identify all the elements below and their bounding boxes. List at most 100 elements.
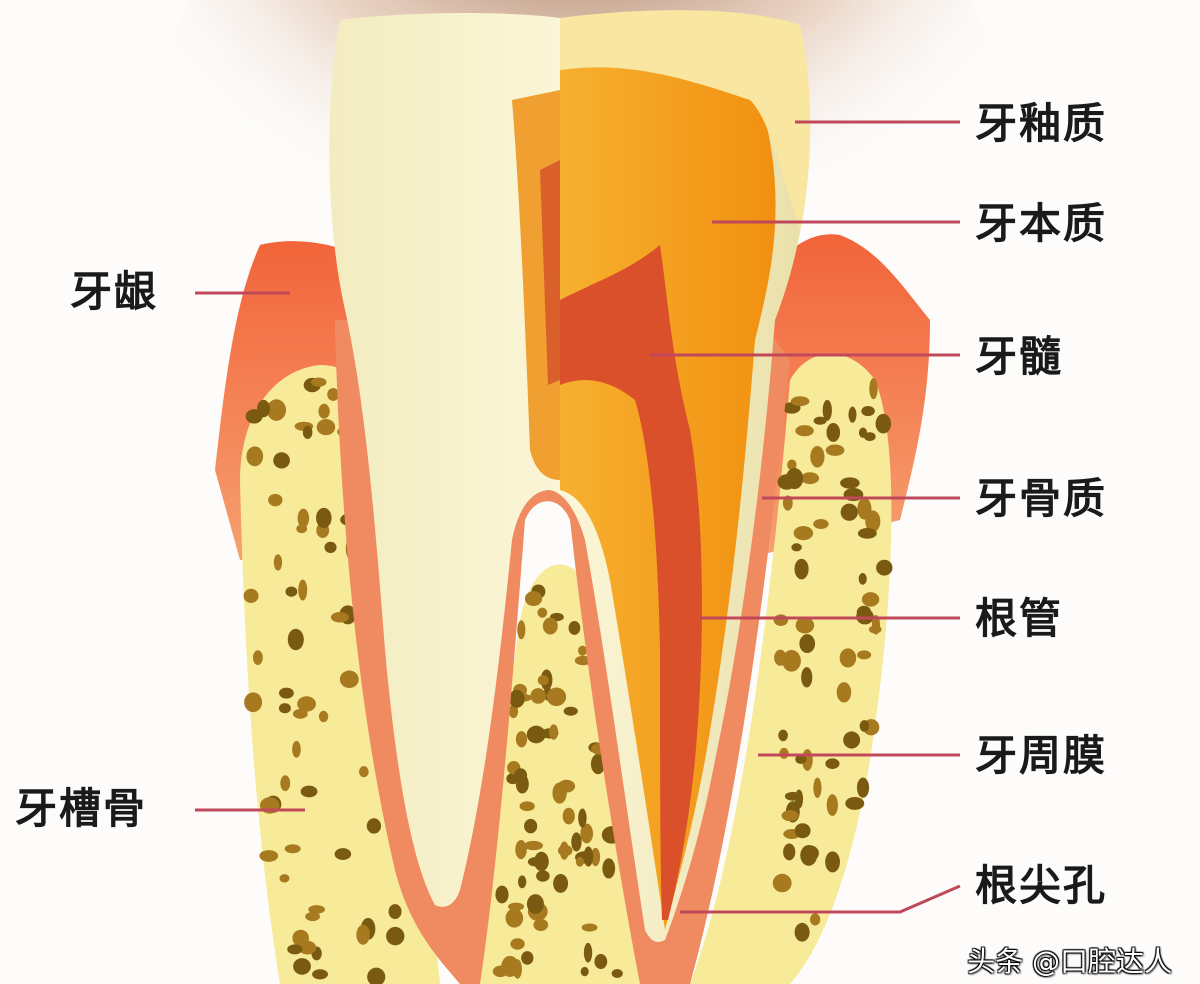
- bone-pore: [858, 573, 867, 585]
- bone-pore: [386, 926, 405, 946]
- bone-pore: [296, 524, 308, 534]
- bone-pore: [856, 777, 870, 798]
- bone-pore: [611, 969, 623, 978]
- bone-pore: [508, 902, 525, 911]
- bone-pore: [542, 617, 558, 635]
- bone-pore: [594, 954, 608, 970]
- pulp: [560, 245, 702, 920]
- bone-pore: [857, 528, 877, 539]
- bone-pore: [298, 579, 308, 601]
- bone-pore: [836, 682, 852, 703]
- bone-pore: [787, 459, 797, 471]
- bone-pore: [308, 905, 325, 914]
- label-cementum: 牙骨质: [975, 474, 1108, 523]
- bone-pore: [515, 731, 528, 748]
- bone-pore: [583, 942, 593, 963]
- bone-pore: [318, 710, 329, 723]
- bone-pore: [790, 396, 810, 407]
- bone-pore: [778, 729, 788, 742]
- bone-pore: [843, 731, 861, 749]
- bone-pore: [580, 966, 589, 977]
- bone-pore: [495, 885, 509, 904]
- bone-pore: [578, 645, 587, 656]
- bone-pore: [311, 377, 327, 387]
- bone-pore: [518, 875, 527, 889]
- bone-pore: [514, 768, 528, 783]
- label-root-canal: 根管: [975, 594, 1064, 643]
- bone-pore: [794, 823, 811, 839]
- bone-pore: [590, 847, 601, 867]
- bone-pore: [813, 519, 829, 530]
- bone-pore: [327, 387, 340, 401]
- bone-pore: [324, 541, 337, 554]
- bone-pore: [822, 399, 832, 421]
- label-enamel: 牙釉质: [975, 99, 1108, 148]
- bone-pore: [875, 413, 892, 434]
- bone-pore: [568, 620, 581, 635]
- bone-pore: [526, 725, 546, 744]
- bone-pore: [826, 423, 841, 442]
- bone-pore: [840, 477, 860, 489]
- bone-pore: [305, 911, 320, 922]
- bone-pore: [580, 823, 594, 844]
- bone-pore: [388, 904, 402, 920]
- bone-pore: [252, 650, 263, 666]
- bone-pore: [590, 753, 606, 775]
- bone-pore: [246, 446, 264, 467]
- bone-pore: [557, 779, 576, 793]
- bone-pore: [243, 588, 259, 603]
- bone-pore: [546, 687, 567, 707]
- bone-pore: [791, 543, 802, 552]
- bone-pore: [524, 591, 543, 607]
- bone-pore: [292, 740, 301, 758]
- bone-pore: [273, 554, 283, 571]
- bone-pore: [868, 625, 882, 634]
- bone-pore: [782, 649, 801, 672]
- bone-pore: [826, 794, 838, 816]
- bone-pore: [553, 874, 569, 893]
- bone-pore: [864, 432, 876, 442]
- bone-pore: [515, 840, 527, 860]
- bone-pore: [259, 850, 279, 862]
- bone-pore: [245, 409, 263, 424]
- bone-pore: [268, 493, 283, 507]
- bone-pore: [517, 620, 526, 640]
- bone-pore: [527, 857, 543, 867]
- bone-pore: [533, 918, 549, 931]
- bone-pore: [302, 425, 313, 439]
- bone-pore: [536, 870, 550, 882]
- bone-pore: [530, 688, 546, 704]
- bone-pore: [876, 559, 893, 576]
- bone-pores: [243, 377, 893, 984]
- bone-pore: [795, 754, 807, 765]
- watermark: 头条 @口腔达人: [967, 945, 1172, 978]
- enamel-section: [560, 10, 811, 231]
- bone-pore: [244, 692, 263, 713]
- bone-pore: [537, 675, 549, 686]
- bone-pore: [273, 452, 290, 469]
- bone-pore: [794, 922, 810, 942]
- bone-pore: [519, 801, 535, 812]
- bone-pore: [366, 818, 382, 834]
- label-dentin: 牙本质: [975, 199, 1108, 248]
- label-periodontal-ligament: 牙周膜: [975, 731, 1108, 780]
- bone-pore: [578, 808, 587, 828]
- bone-pore: [557, 844, 573, 857]
- bone-pore: [602, 858, 616, 879]
- bone-pore: [284, 844, 301, 854]
- bone-pore: [359, 766, 369, 778]
- bone-pore: [300, 785, 318, 798]
- bone-pore: [521, 951, 534, 965]
- bone-pore: [563, 706, 578, 716]
- bone-pore: [783, 843, 796, 861]
- label-apical-foramen: 根尖孔: [975, 861, 1108, 910]
- leader-lines: [195, 120, 961, 914]
- bone-pore: [825, 444, 845, 456]
- bone-pore: [799, 634, 816, 654]
- bone-pore: [845, 796, 865, 810]
- bone-pore: [287, 944, 303, 955]
- bone-pore: [367, 967, 386, 984]
- bone-pore: [848, 406, 857, 423]
